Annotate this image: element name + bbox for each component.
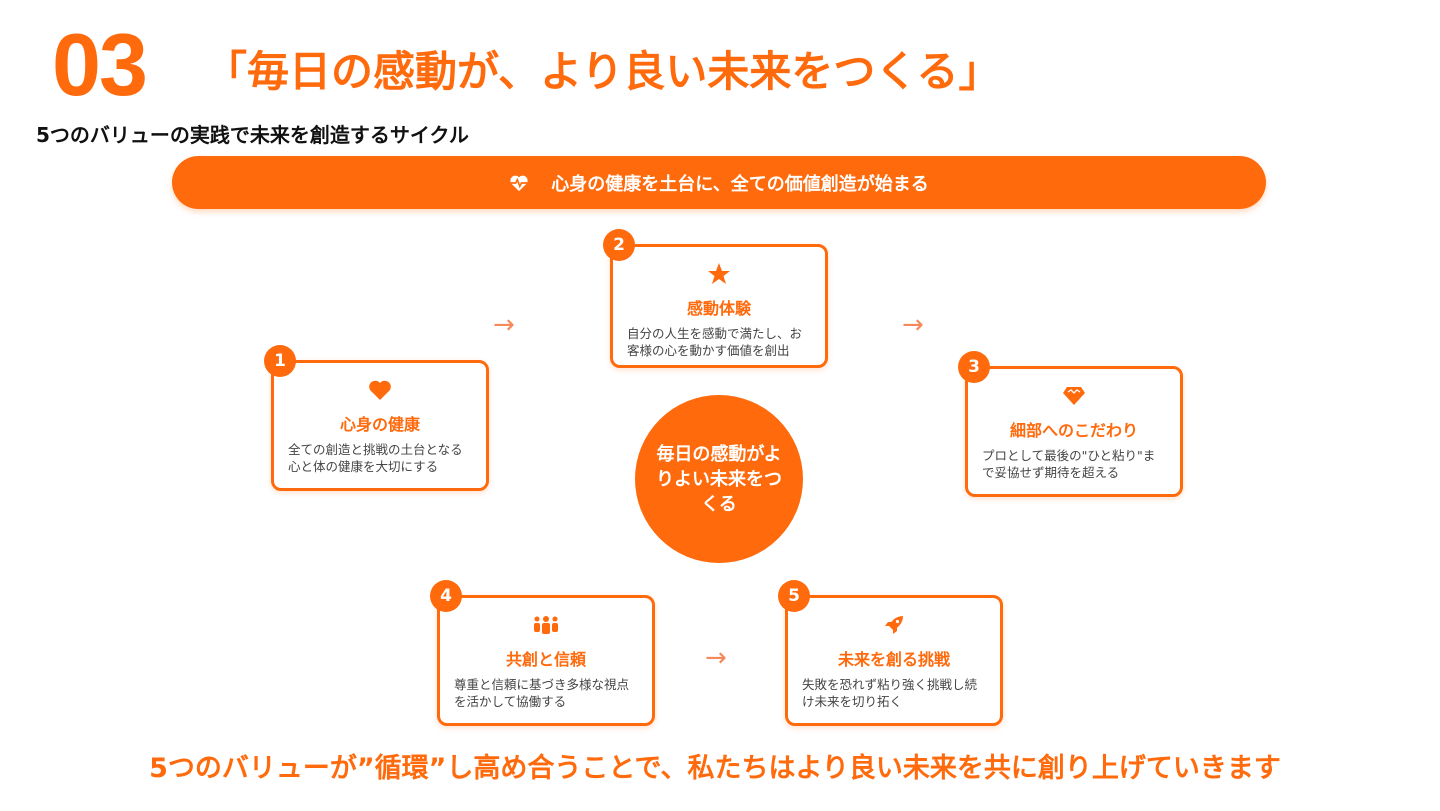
foundation-banner: 心身の健康を土台に、全ての価値創造が始まる — [172, 156, 1266, 209]
value-desc: 全ての創造と挑戦の土台となる心と体の健康を大切にする — [288, 442, 463, 474]
people-icon — [534, 616, 558, 634]
heartbeat-icon — [510, 175, 528, 191]
value-number: 3 — [958, 351, 990, 383]
value-desc: プロとして最後の"ひと粘り"まで妥協せず期待を超える — [982, 448, 1156, 480]
center-text: 毎日の感動がよりよい未来をつくる — [656, 443, 782, 515]
value-title: 未来を創る挑戦 — [837, 650, 950, 669]
value-card-2: 2 感動体験 自分の人生を感動で満たし、お客様の心を動かす価値を創出 — [603, 229, 828, 368]
value-desc: 自分の人生を感動で満たし、お客様の心を動かす価値を創出 — [627, 326, 803, 358]
rocket-icon — [885, 616, 903, 634]
value-card-3: 3 細部へのこだわり プロとして最後の"ひと粘り"まで妥協せず期待を超える — [958, 351, 1183, 497]
arrow-right-icon: → — [902, 310, 924, 340]
value-desc: 失敗を恐れず粘り強く挑戦し続け未来を切り拓く — [802, 677, 978, 709]
footer-message: 5つのバリューが”循環”し高め合うことで、私たちはより良い未来を共に創り上げてい… — [149, 753, 1281, 784]
value-title: 細部へのこだわり — [1009, 421, 1138, 440]
value-number: 5 — [778, 580, 810, 612]
value-number: 4 — [430, 580, 462, 612]
value-card-1: 1 心身の健康 全ての創造と挑戦の土台となる心と体の健康を大切にする — [264, 345, 489, 491]
center-circle: 毎日の感動がよりよい未来をつくる — [635, 395, 803, 563]
section-number: 03 — [52, 15, 148, 114]
arrow-right-icon: → — [493, 310, 515, 340]
subtitle: 5つのバリューの実践で未来を創造するサイクル — [36, 123, 469, 147]
value-number: 2 — [603, 229, 635, 261]
heart-icon — [369, 380, 391, 400]
page-title: 「毎日の感動が、より良い未来をつくる」 — [205, 47, 1001, 96]
arrow-right-icon: → — [705, 643, 727, 673]
value-card-5: 5 未来を創る挑戦 失敗を恐れず粘り強く挑戦し続け未来を切り拓く — [778, 580, 1003, 726]
value-title: 共創と信頼 — [505, 650, 586, 669]
gem-icon — [1063, 387, 1085, 405]
value-title: 心身の健康 — [339, 415, 420, 434]
value-title: 感動体験 — [686, 299, 751, 318]
value-number: 1 — [264, 345, 296, 377]
star-icon — [708, 263, 730, 284]
value-card-4: 4 共創と信頼 尊重と信頼に基づき多様な視点を活かして協働する — [430, 580, 655, 726]
value-desc: 尊重と信頼に基づき多様な視点を活かして協働する — [454, 677, 630, 709]
banner-text: 心身の健康を土台に、全ての価値創造が始まる — [551, 173, 929, 195]
